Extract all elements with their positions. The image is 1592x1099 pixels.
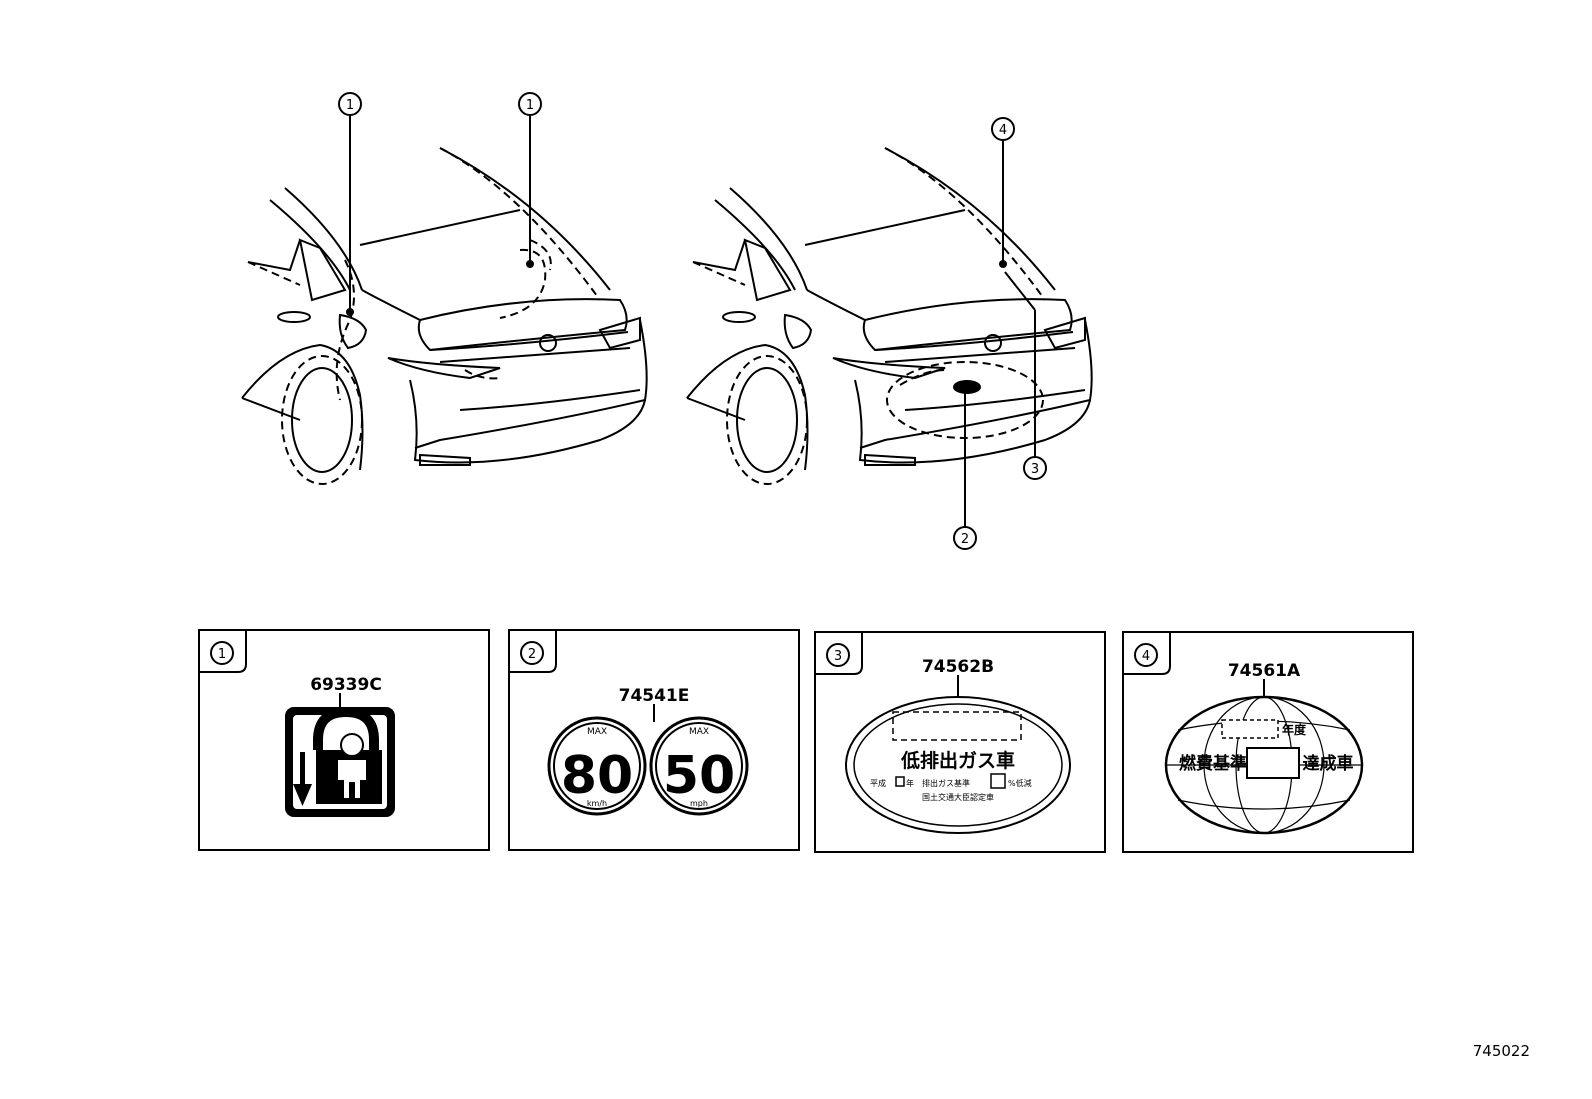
callout-car1-b: 1: [526, 98, 534, 113]
mph-value: 50: [663, 746, 735, 806]
low-emission-sticker-icon: [845, 675, 1071, 834]
fuel-economy-sticker-icon: [1164, 679, 1364, 835]
part-number-2: 74541E: [619, 686, 690, 706]
mph-max: MAX: [689, 727, 709, 737]
callout-car2-right: 3: [1031, 462, 1039, 477]
part-number-4: 74561A: [1228, 661, 1301, 681]
callout-car2-top: 4: [999, 123, 1007, 138]
label-index-3: 3: [834, 649, 842, 664]
label-index-2: 2: [528, 647, 536, 662]
emission-year: 年: [906, 778, 914, 788]
fuel-standard-text: 燃費基準: [1179, 753, 1247, 774]
kmh-unit: km/h: [587, 799, 607, 808]
diagram-code: 745022: [1473, 1042, 1530, 1060]
car-rear-view-left: [241, 147, 648, 485]
emission-main-text: 低排出ガス車: [900, 749, 1015, 772]
speed-limit-sticker-icon: [547, 704, 749, 816]
child-lock-sticker-icon: [285, 693, 395, 817]
part-number-3: 74562B: [922, 657, 994, 677]
emission-standard: 排出ガス基準: [922, 778, 970, 788]
callout-car1-a: 1: [346, 98, 354, 113]
kmh-max: MAX: [587, 727, 607, 737]
part-number-1: 69339C: [310, 675, 382, 695]
emission-reduction: %低減: [1008, 778, 1032, 788]
callout-car2-bottom: 2: [961, 532, 969, 547]
emission-certified: 国土交通大臣認定車: [922, 792, 994, 802]
kmh-value: 80: [561, 746, 633, 806]
mph-unit: mph: [690, 799, 708, 808]
label-index-4: 4: [1142, 649, 1150, 664]
emission-heisei: 平成: [870, 778, 886, 788]
fuel-year-text: 年度: [1282, 722, 1307, 737]
car-rear-view-right: [686, 147, 1093, 485]
fuel-achieved-text: 達成車: [1303, 753, 1354, 774]
label-index-1: 1: [218, 647, 226, 662]
